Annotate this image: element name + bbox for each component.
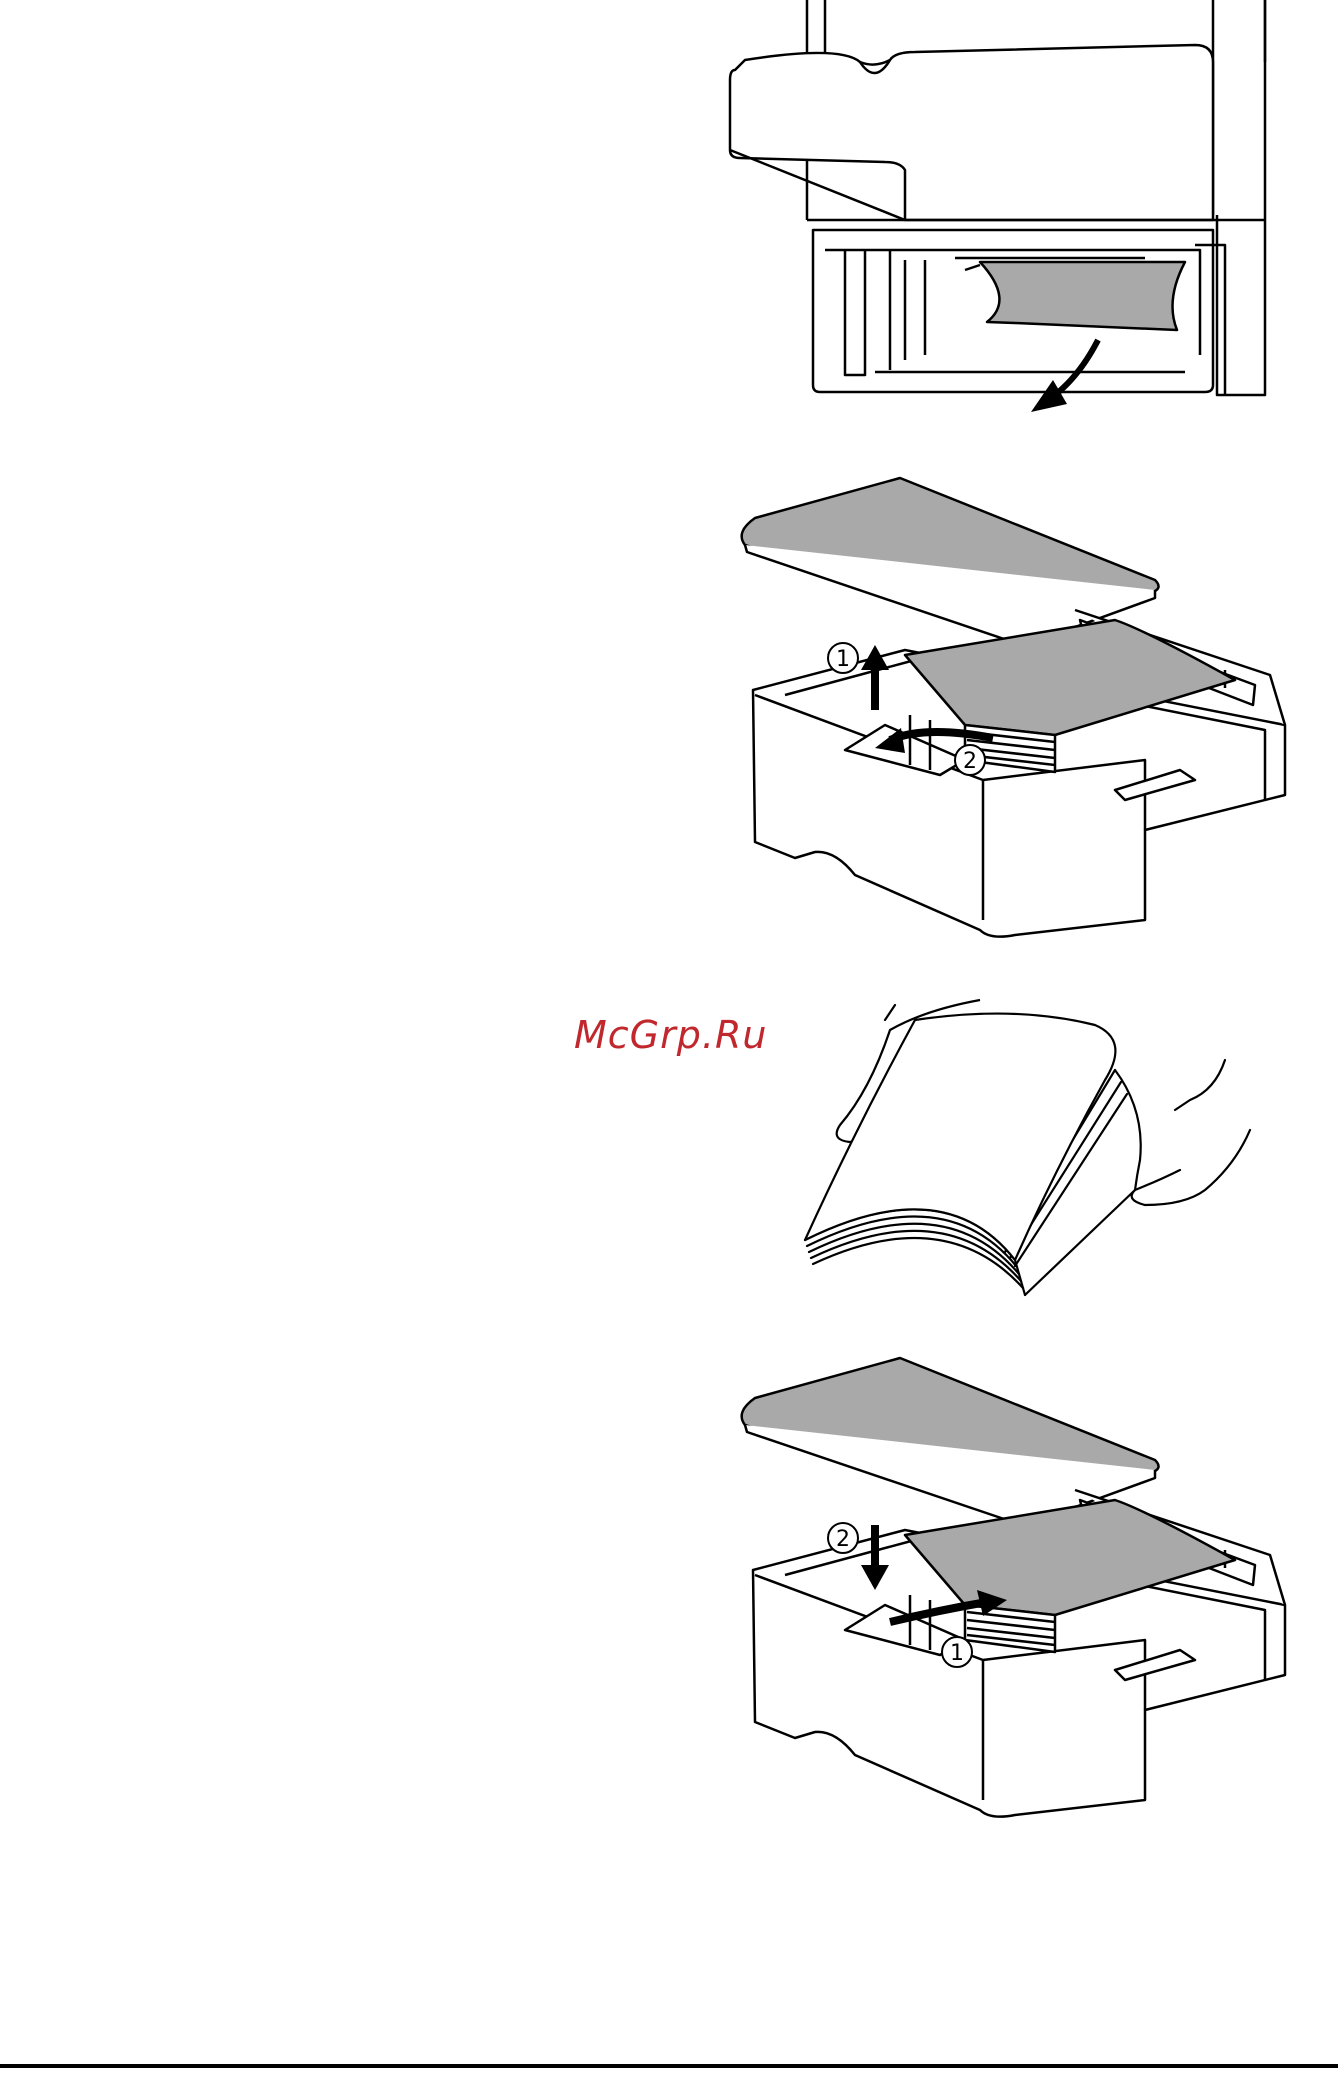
figure-fan-paper-stack — [795, 990, 1275, 1330]
callout-1-label: 1 — [836, 647, 850, 672]
figure-tray-jam-removal — [725, 0, 1325, 420]
figure-tray-open-lift-stack: 1 2 — [725, 470, 1325, 940]
callout-1-label: 1 — [950, 1641, 964, 1666]
top-sheet — [805, 1014, 1115, 1260]
footer-rule — [0, 2064, 1338, 2068]
figure-tray-reload-stack: 2 1 — [725, 1350, 1325, 1820]
callout-2-label: 2 — [836, 1527, 850, 1552]
jammed-paper — [980, 262, 1185, 330]
watermark: McGrp.Ru — [574, 1013, 767, 1057]
callout-2-label: 2 — [963, 749, 977, 774]
